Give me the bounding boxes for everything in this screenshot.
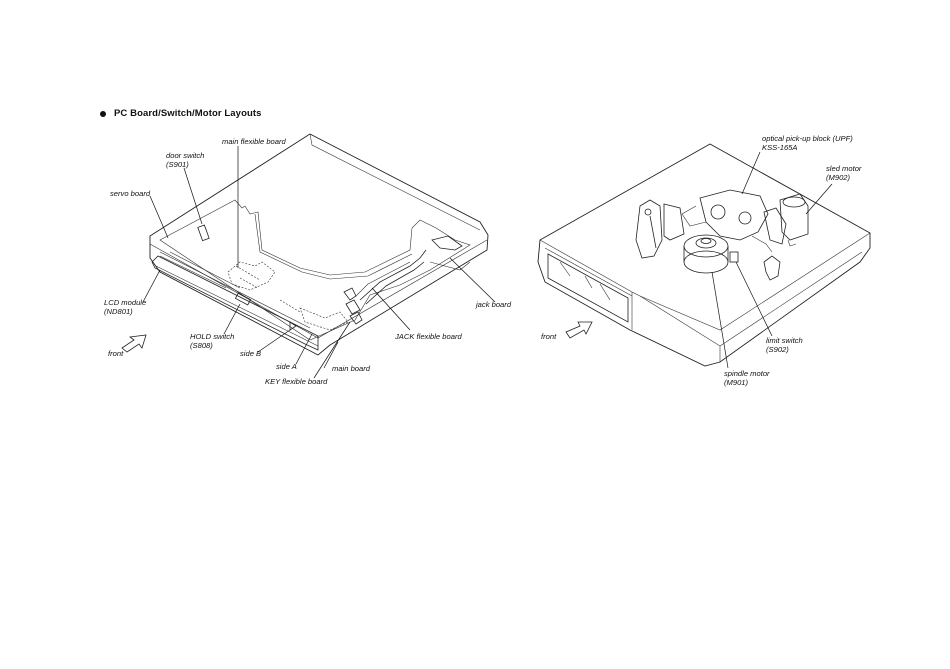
- label-sled-motor: sled motor: [826, 164, 862, 173]
- label-right-front: front: [541, 332, 557, 341]
- label-main-flexible-board: main flexible board: [222, 137, 287, 146]
- label-left-front: front: [108, 349, 124, 358]
- label-jack-flexible-board: JACK flexible board: [394, 332, 462, 341]
- label-hold-switch-ref: (S808): [190, 341, 213, 350]
- label-lcd-module: LCD module: [104, 298, 146, 307]
- label-sled-motor-ref: (M902): [826, 173, 851, 182]
- label-pickup-block: optical pick-up block (UPF): [762, 134, 853, 143]
- pickup-block-shape: [699, 189, 769, 241]
- left-unit-drawing: [121, 133, 496, 379]
- label-limit-switch-ref: (S902): [766, 345, 789, 354]
- label-limit-switch: limit switch: [766, 336, 803, 345]
- limit-switch-shape: [729, 251, 739, 263]
- label-jack-board: jack board: [475, 300, 512, 309]
- label-servo-board: servo board: [110, 189, 151, 198]
- label-side-b: side B: [240, 349, 261, 358]
- spindle-motor-shape: [683, 234, 729, 274]
- left-casing: [149, 133, 489, 356]
- label-hold-switch: HOLD switch: [190, 332, 234, 341]
- label-side-a: side A: [276, 362, 297, 371]
- left-inner-cavity: [159, 199, 471, 341]
- label-door-switch-ref: (S901): [166, 160, 189, 169]
- right-front-arrow-icon: [565, 321, 593, 339]
- label-lcd-module-ref: (ND801): [104, 307, 133, 316]
- hold-switch-shape: [234, 292, 252, 306]
- door-switch-shape: [197, 224, 210, 242]
- label-door-switch: door switch: [166, 151, 204, 160]
- right-casing: [537, 143, 871, 367]
- label-key-flexible-board: KEY flexible board: [265, 377, 328, 386]
- label-spindle-motor: spindle motor: [724, 369, 770, 378]
- right-side-window: [547, 253, 629, 323]
- label-main-board: main board: [332, 364, 371, 373]
- section-heading: PC Board/Switch/Motor Layouts: [100, 108, 262, 119]
- label-spindle-motor-ref: (M901): [724, 378, 749, 387]
- left-front-arrow-icon: [121, 334, 147, 353]
- label-pickup-model: KSS-165A: [762, 143, 797, 152]
- section-title: PC Board/Switch/Motor Layouts: [114, 108, 262, 119]
- main-board-shape: [151, 255, 319, 351]
- right-unit-drawing: [537, 143, 871, 369]
- sled-motor-shape: [779, 193, 809, 247]
- bullet-icon: [100, 110, 106, 117]
